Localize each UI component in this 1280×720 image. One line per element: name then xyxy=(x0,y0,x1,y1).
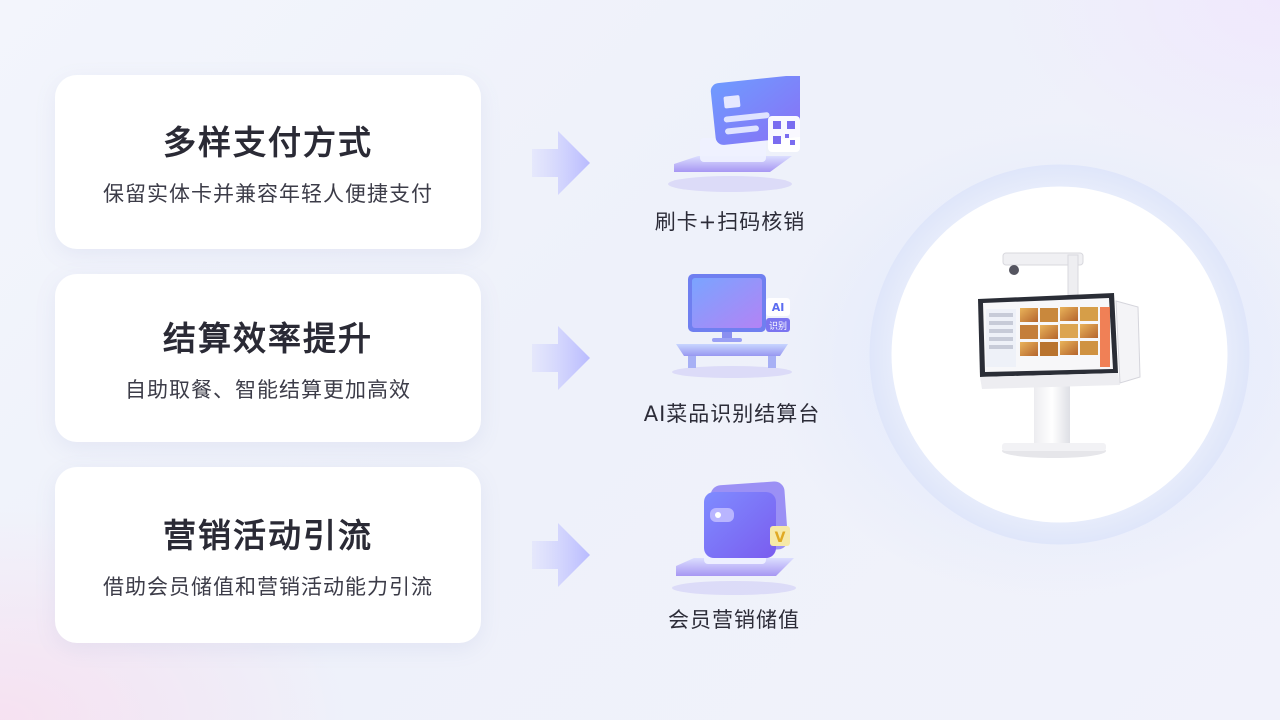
feature-card-marketing: 营销活动引流 借助会员储值和营销活动能力引流 xyxy=(55,467,481,643)
feature-desc: 自助取餐、智能结算更加高效 xyxy=(125,378,411,402)
arrow-right-icon xyxy=(532,326,590,390)
feature-title: 结算效率提升 xyxy=(163,319,373,358)
pos-kiosk-icon xyxy=(869,164,1250,545)
ai-monitor-icon: AI 识别 xyxy=(672,274,792,378)
feature-title: 多样支付方式 xyxy=(163,123,373,162)
wallet-icon: V xyxy=(672,481,796,595)
ai-badge-bottom: 识别 xyxy=(769,321,787,332)
feature-card-efficiency: 结算效率提升 自助取餐、智能结算更加高效 xyxy=(55,274,481,442)
product-label: 刷卡+扫码核销 xyxy=(654,210,806,234)
feature-card-payment: 多样支付方式 保留实体卡并兼容年轻人便捷支付 xyxy=(55,75,481,249)
product-label: AI菜品识别结算台 xyxy=(643,402,821,426)
product-label: 会员营销储值 xyxy=(668,608,800,632)
vip-badge: V xyxy=(775,530,786,546)
ai-badge-top: AI xyxy=(772,301,785,314)
arrow-right-icon xyxy=(532,523,590,587)
card-qr-icon xyxy=(668,76,800,192)
product-wallet: V 会员营销储值 xyxy=(634,478,834,634)
feature-title: 营销活动引流 xyxy=(163,516,373,555)
product-ai-monitor: AI 识别 AI菜品识别结算台 xyxy=(632,270,832,428)
arrow-right-icon xyxy=(532,131,590,195)
feature-desc: 保留实体卡并兼容年轻人便捷支付 xyxy=(103,182,433,206)
feature-desc: 借助会员储值和营销活动能力引流 xyxy=(103,575,433,599)
product-card-qr: 刷卡+扫码核销 xyxy=(630,76,830,236)
